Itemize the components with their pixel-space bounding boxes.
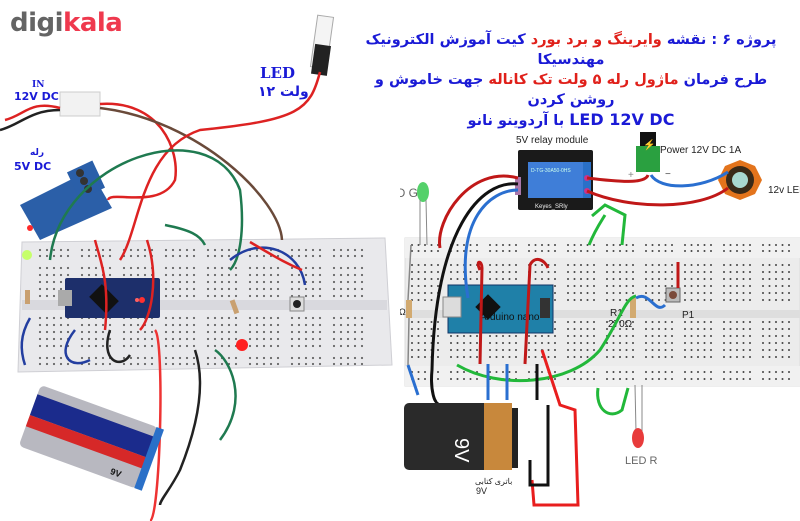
photo-resistor-middle: [229, 299, 240, 315]
led-label-bottom: ۱۲ ولت: [258, 84, 309, 100]
input-label-bottom: 12V DC: [14, 90, 59, 103]
led12-label: 12v LED: [768, 185, 800, 196]
breadboard-center-channel: [22, 300, 387, 310]
svg-text:⚡: ⚡: [643, 138, 655, 151]
diagram-led-green: [417, 182, 429, 246]
photo-led-green: [22, 250, 32, 260]
breadboard-photo: 9V: [0, 14, 393, 521]
page-title: پروژه ۶ : نقشه وایرینگ و برد بورد کیت آم…: [356, 30, 786, 131]
led-r-label: LED R: [625, 455, 657, 467]
photo-wires: [0, 71, 322, 521]
diagram-relay-module: D-TG-30A50-0HS Keyes_SRly: [515, 150, 593, 210]
diagram-battery-9v: 9V: [404, 403, 518, 470]
led-g-label: LED G: [400, 186, 418, 200]
battery-caption-fa: باتری کتابی: [475, 477, 512, 486]
relay-label-bottom: 5V DC: [14, 160, 52, 173]
arduino-label: Arduino nano: [480, 312, 540, 323]
diagram-led-red: [632, 384, 644, 448]
photo-arduino-nano: [58, 278, 160, 318]
r1-value: 270Ω: [608, 319, 633, 330]
photo-battery-9v: 9V: [20, 386, 164, 491]
diagram-arduino-nano: Arduino nano: [442, 284, 554, 334]
p1-label: P1: [682, 310, 695, 321]
relay-chip-text: D-TG-30A50-0HS: [531, 168, 571, 174]
title-line-3: LED 12V DC با آردوینو نانو: [467, 110, 675, 129]
photo-led-red: [236, 339, 248, 351]
battery-caption-9v: 9V: [476, 486, 487, 496]
title-line-1: پروژه ۶ : نقشه وایرینگ و برد بورد کیت آم…: [365, 32, 777, 68]
left-resistor-value: 0Ω: [400, 307, 406, 317]
minus-sign: −: [665, 169, 671, 180]
relay-label-top: رله: [30, 148, 45, 158]
r1-label: R1: [610, 308, 623, 319]
left-resistor: [406, 300, 412, 318]
diagram-wires: [406, 170, 729, 507]
relay-board-text: Keyes_SRly: [535, 204, 568, 210]
wiring-diagram: Arduino nano D-TG-30A50-0HS Keyes_SRly 5…: [400, 132, 800, 507]
logo-text-digi: digi: [10, 8, 64, 38]
diagram-power-jack: ⚡: [636, 132, 660, 172]
r1-resistor: [630, 298, 636, 318]
logo-text-kala: kala: [63, 8, 123, 38]
photo-breadboard: [17, 237, 393, 373]
photo-battery-label: 9V: [109, 466, 123, 479]
photo-resistor-left: [25, 290, 30, 304]
power-label: Power 12V DC 1A: [660, 145, 741, 156]
breadboard-holes: [38, 248, 364, 366]
photo-dc-connector: [59, 91, 101, 117]
diagram-breadboard: [404, 237, 800, 387]
photo-led-12v: [309, 14, 335, 76]
title-line-2: طرح فرمان ماژول رله ۵ ولت تک کاناله جهت …: [374, 72, 768, 108]
led-label-top: LED: [260, 64, 295, 82]
input-label-top: IN: [32, 80, 45, 90]
digikala-logo: digikala: [10, 8, 123, 38]
diagram-breadboard-channel: [405, 310, 800, 318]
diagram-12v-led: [718, 160, 762, 200]
plus-sign: +: [628, 170, 634, 181]
battery-face-label: 9V: [450, 438, 472, 463]
relay-module-title: 5V relay module: [516, 135, 589, 146]
